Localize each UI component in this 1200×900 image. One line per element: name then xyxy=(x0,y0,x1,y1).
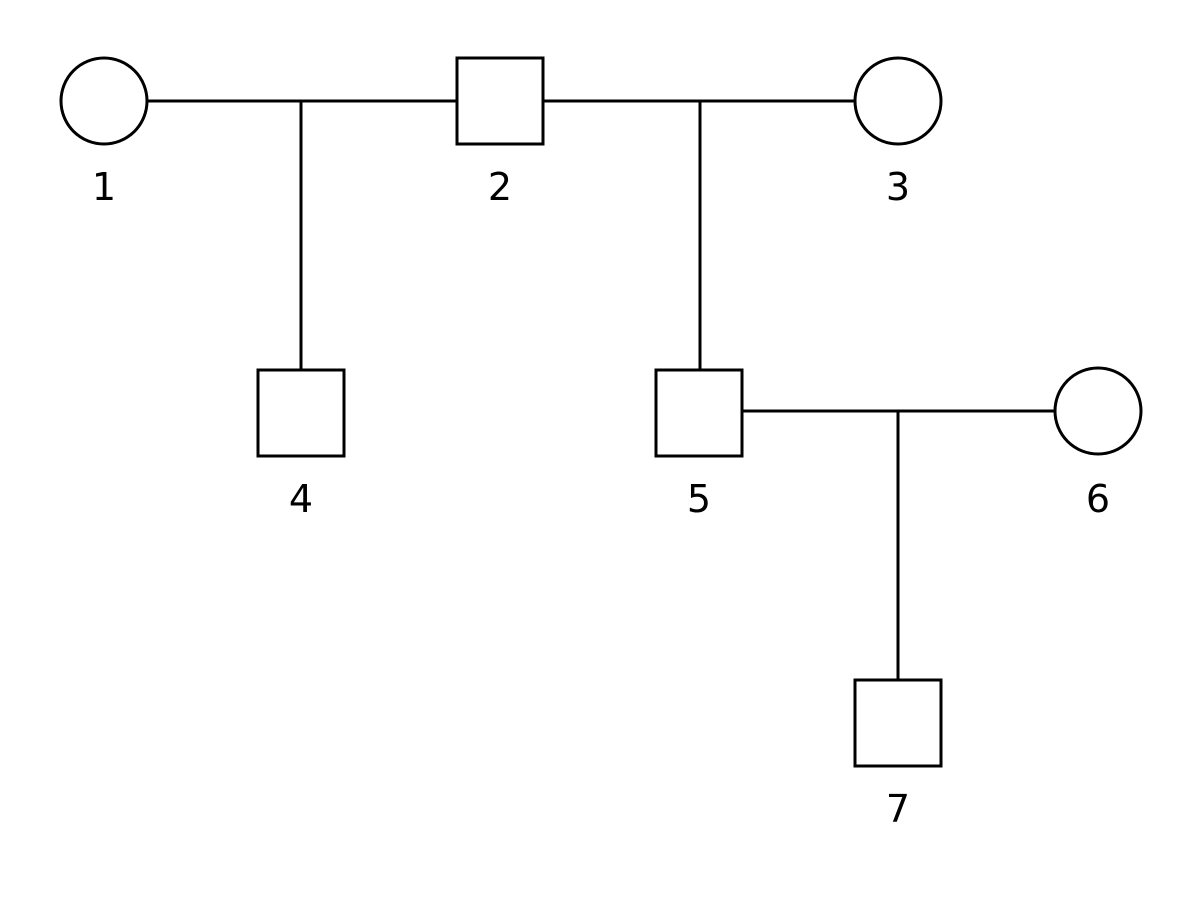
mating-lines-group xyxy=(147,99,1055,413)
individual-3-label: 3 xyxy=(886,165,910,209)
individual-4-label: 4 xyxy=(289,477,313,521)
individual-4-male-symbol[interactable] xyxy=(256,368,346,458)
individual-2-label: 2 xyxy=(488,165,512,209)
individual-7-male-symbol[interactable] xyxy=(853,678,943,768)
individual-7-label: 7 xyxy=(886,787,910,831)
individual-5-label: 5 xyxy=(687,477,711,521)
individual-labels-group: 1 2 3 4 5 6 7 xyxy=(92,165,1110,831)
individual-3-female-symbol[interactable] xyxy=(853,56,943,146)
individual-nodes-group xyxy=(59,56,1143,768)
individual-6-female-symbol[interactable] xyxy=(1053,366,1143,456)
individual-2-male-symbol[interactable] xyxy=(455,56,545,146)
individual-1-label: 1 xyxy=(92,165,116,209)
individual-1-female-symbol[interactable] xyxy=(59,56,149,146)
descent-lines-group xyxy=(299,101,900,680)
individual-6-label: 6 xyxy=(1086,477,1110,521)
individual-5-male-symbol[interactable] xyxy=(654,368,744,458)
